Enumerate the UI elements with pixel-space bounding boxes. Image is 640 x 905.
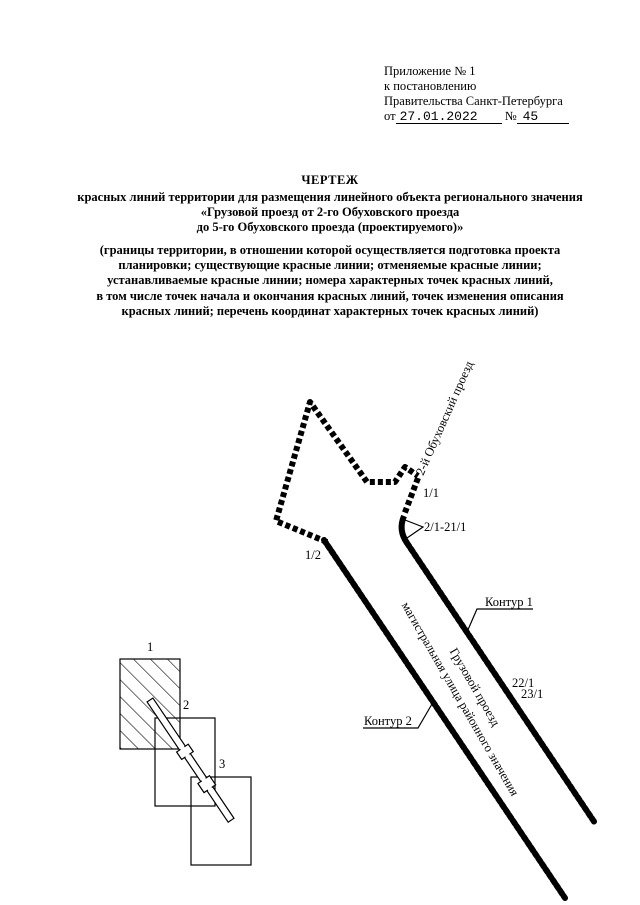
key-sheet-label-1: 1 (147, 640, 154, 654)
subtitle-line: красных линий территории для размещения … (77, 190, 583, 204)
point-label-2-1-21-1: 2/1-21/1 (424, 520, 467, 534)
contour-1-main-line (404, 540, 598, 826)
appendix-header: Приложение № 1 к постановлению Правитель… (384, 64, 624, 124)
key-sheet-2[interactable] (154, 717, 216, 807)
subtitle-line: «Грузовой проезд от 2-го Обуховского про… (200, 205, 460, 219)
contour-2-main-line (321, 537, 568, 901)
date-value: 27.01.2022 (395, 110, 502, 124)
subtitle-line: до 5-го Обуховского проезда (проектируем… (196, 220, 464, 234)
key-road-strip (146, 697, 235, 824)
description-line: планировки; существующие красные линии; … (118, 258, 542, 273)
point-label-1-1: 1/1 (423, 486, 439, 500)
point-label-23-1: 23/1 (521, 687, 544, 701)
contour-2-label: Контур 2 (364, 714, 412, 728)
description-line: в том числе точек начала и окончания кра… (96, 288, 564, 303)
key-map (119, 658, 252, 866)
number-value: 45 (516, 110, 569, 124)
document-description: (границы территории, в отношении которой… (40, 243, 620, 319)
key-sheet-3[interactable] (190, 776, 252, 866)
contour-1-leader (466, 608, 533, 633)
territory-boundary (273, 399, 420, 545)
description-line: красных линий; перечень координат характ… (121, 303, 539, 318)
arc-point-pointer (404, 519, 425, 539)
date-prefix: от (384, 109, 396, 123)
key-sheet-label-3: 3 (219, 757, 226, 771)
contour-2-leader (363, 703, 433, 729)
point-label-22-1: 22/1 (512, 676, 535, 690)
description-line: устанавливаемые красные линии; номера ха… (107, 273, 553, 288)
document-title: ЧЕРТЕЖ (301, 173, 359, 187)
point-label-1-2: 1/2 (305, 548, 321, 562)
appendix-line-1: Приложение № 1 (384, 64, 476, 78)
document-subtitle: красных линий территории для размещения … (40, 190, 620, 235)
number-prefix: № (504, 109, 517, 123)
key-sheet-label-2: 2 (183, 698, 190, 712)
appendix-line-2: к постановлению (384, 79, 477, 93)
contour-1-label: Контур 1 (485, 595, 533, 609)
description-line: (границы территории, в отношении которой… (99, 243, 561, 257)
contour-1-line (401, 476, 421, 517)
appendix-line-3: Правительства Санкт-Петербурга (384, 94, 563, 108)
